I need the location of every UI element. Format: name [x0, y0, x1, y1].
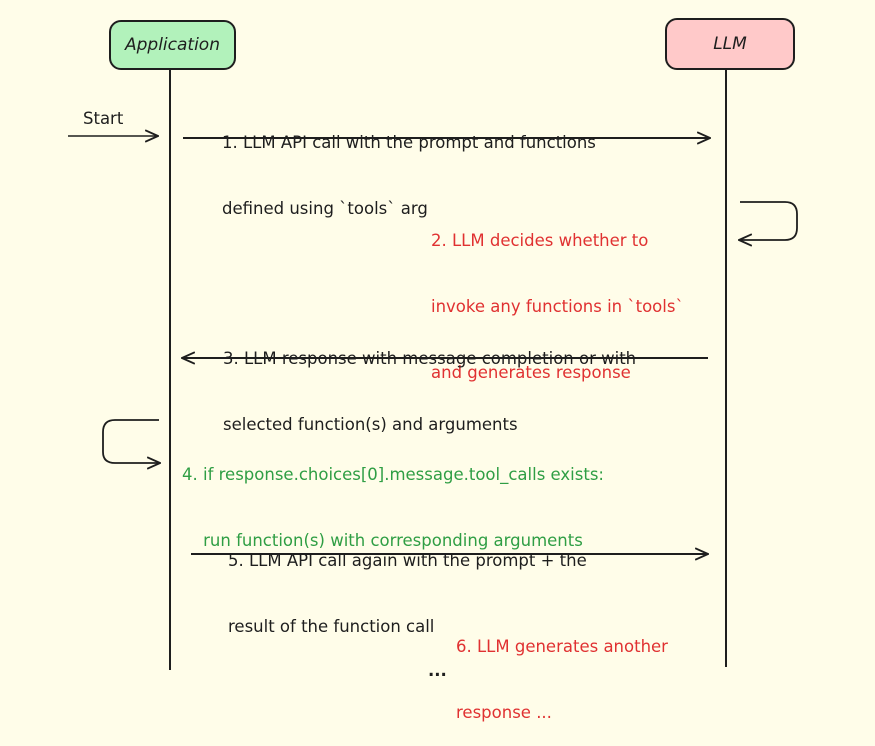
step-3-line-2: selected function(s) and arguments — [223, 415, 518, 434]
step-2-line-3: and generates response — [431, 363, 631, 382]
step-4-line-2: run function(s) with corresponding argum… — [203, 531, 583, 550]
step-1-label: 1. LLM API call with the prompt and func… — [222, 88, 596, 242]
step-4-self-loop-arrow — [102, 419, 160, 463]
step-1-line-2: defined using `tools` arg — [222, 199, 428, 218]
participant-application: Application — [109, 20, 236, 70]
step-5-line-1: 5. LLM API call again with the prompt + … — [228, 551, 587, 570]
step-4-label: 4. if response.choices[0].message.tool_c… — [182, 420, 604, 574]
step-3-line-1: 3. LLM response with message completion … — [223, 349, 637, 368]
step-4-line-1: 4. if response.choices[0].message.tool_c… — [182, 465, 604, 484]
participant-application-label: Application — [125, 35, 220, 55]
continuation-ellipsis: ... — [428, 661, 447, 680]
step-2-line-1: 2. LLM decides whether to — [431, 231, 649, 250]
step-2-label: 2. LLM decides whether to invoke any fun… — [431, 186, 684, 406]
sequence-lines — [68, 70, 798, 670]
step-6-line-2: response ... — [456, 703, 552, 722]
step-3-label: 3. LLM response with message completion … — [223, 304, 636, 458]
step-5-label: 5. LLM API call again with the prompt + … — [228, 506, 587, 660]
step-6-label: 6. LLM generates another response ... — [456, 592, 668, 746]
step-2-self-loop-arrow — [739, 201, 798, 240]
step-1-line-1: 1. LLM API call with the prompt and func… — [222, 133, 596, 152]
step-2-line-2: invoke any functions in `tools` — [431, 297, 684, 316]
participant-llm-label: LLM — [713, 34, 747, 54]
step-6-line-1: 6. LLM generates another — [456, 637, 668, 656]
step-5-line-2: result of the function call — [228, 617, 435, 636]
start-label: Start — [83, 109, 124, 128]
participant-llm: LLM — [665, 18, 795, 70]
